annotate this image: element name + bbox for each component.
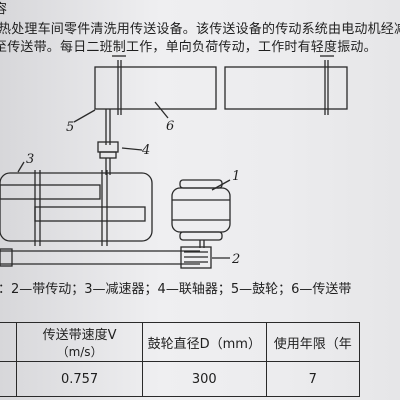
header-unit: （m/s）: [56, 345, 103, 359]
header-cell: 使用年限（年: [265, 322, 360, 362]
header-cell: 传送带速度V （m/s）: [16, 322, 144, 362]
value-cell: [0, 361, 18, 397]
drum-left: [94, 66, 217, 110]
label-3: 3: [26, 152, 34, 167]
pulley-small: [0, 248, 13, 267]
label-2: 2: [231, 252, 240, 267]
diagram-legend: ：2—带传动；3—减速器；4—联轴器；5—鼓轮；6—传送带: [0, 282, 352, 297]
label-5: 5: [66, 120, 74, 135]
header-cell: 轴: [0, 322, 18, 362]
label-4: 4: [141, 143, 150, 158]
reducer-shaft-upper: [0, 184, 101, 200]
drum-right: [224, 66, 348, 110]
label-1: 1: [232, 169, 240, 184]
header-label: 传送带速度V: [42, 328, 117, 343]
value-cell: 300: [142, 361, 267, 397]
description-line-1: 热处理车间零件清洗用传送设备。该传送设备的传动系统由电动机经减: [0, 22, 400, 37]
motor: [171, 187, 231, 233]
section-heading-fragment: 容: [0, 2, 8, 17]
header-cell: 鼓轮直径D（mm）: [142, 322, 267, 362]
value-cell: 0.757: [16, 361, 144, 397]
parameters-table: 轴 传送带速度V （m/s） 鼓轮直径D（mm） 使用年限（年 0.757 30…: [0, 322, 360, 397]
coupling: [97, 141, 119, 153]
label-6: 6: [166, 119, 174, 134]
pulley-large: [180, 246, 212, 269]
reducer-housing: [0, 172, 153, 242]
value-cell: 7: [265, 361, 360, 397]
reducer-shaft-lower: [34, 206, 146, 222]
description-line-2: 至传送带。每日二班制工作，单向负荷传动，工作时有轻度振动。: [0, 40, 377, 55]
